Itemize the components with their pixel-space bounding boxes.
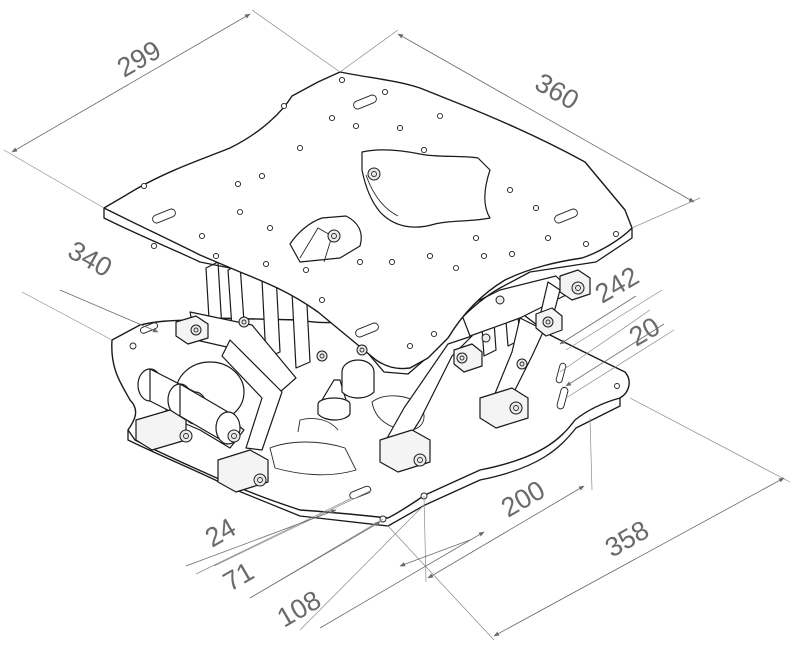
dim-base-width: 358	[600, 515, 654, 564]
base-hole	[129, 342, 137, 350]
dim-base-depth: 340	[63, 235, 117, 283]
dimension-lines	[3, 9, 791, 641]
top-cutout	[289, 215, 362, 263]
top-slot	[554, 208, 578, 224]
dim-side-offset: 108	[272, 585, 326, 634]
dim-top-width: 360	[530, 67, 584, 116]
bearing-block	[479, 387, 529, 429]
base-slot	[555, 362, 567, 384]
dim-slot-spacing: 200	[496, 475, 550, 524]
dim-offset: 20	[624, 311, 665, 352]
dim-slot-width: 24	[200, 512, 241, 553]
base-hole	[614, 383, 620, 389]
dim-stroke: 242	[590, 261, 644, 310]
base-slot	[349, 485, 372, 500]
scissor-mechanism	[135, 261, 591, 493]
dim-top-depth: 299	[112, 35, 166, 84]
base-slot	[556, 386, 569, 410]
dim-slot-pitch: 71	[218, 556, 259, 597]
link-arm	[221, 339, 283, 451]
top-slot	[355, 322, 379, 338]
top-slot	[152, 208, 176, 224]
bolt-heads	[179, 281, 585, 487]
top-slot	[353, 94, 377, 110]
